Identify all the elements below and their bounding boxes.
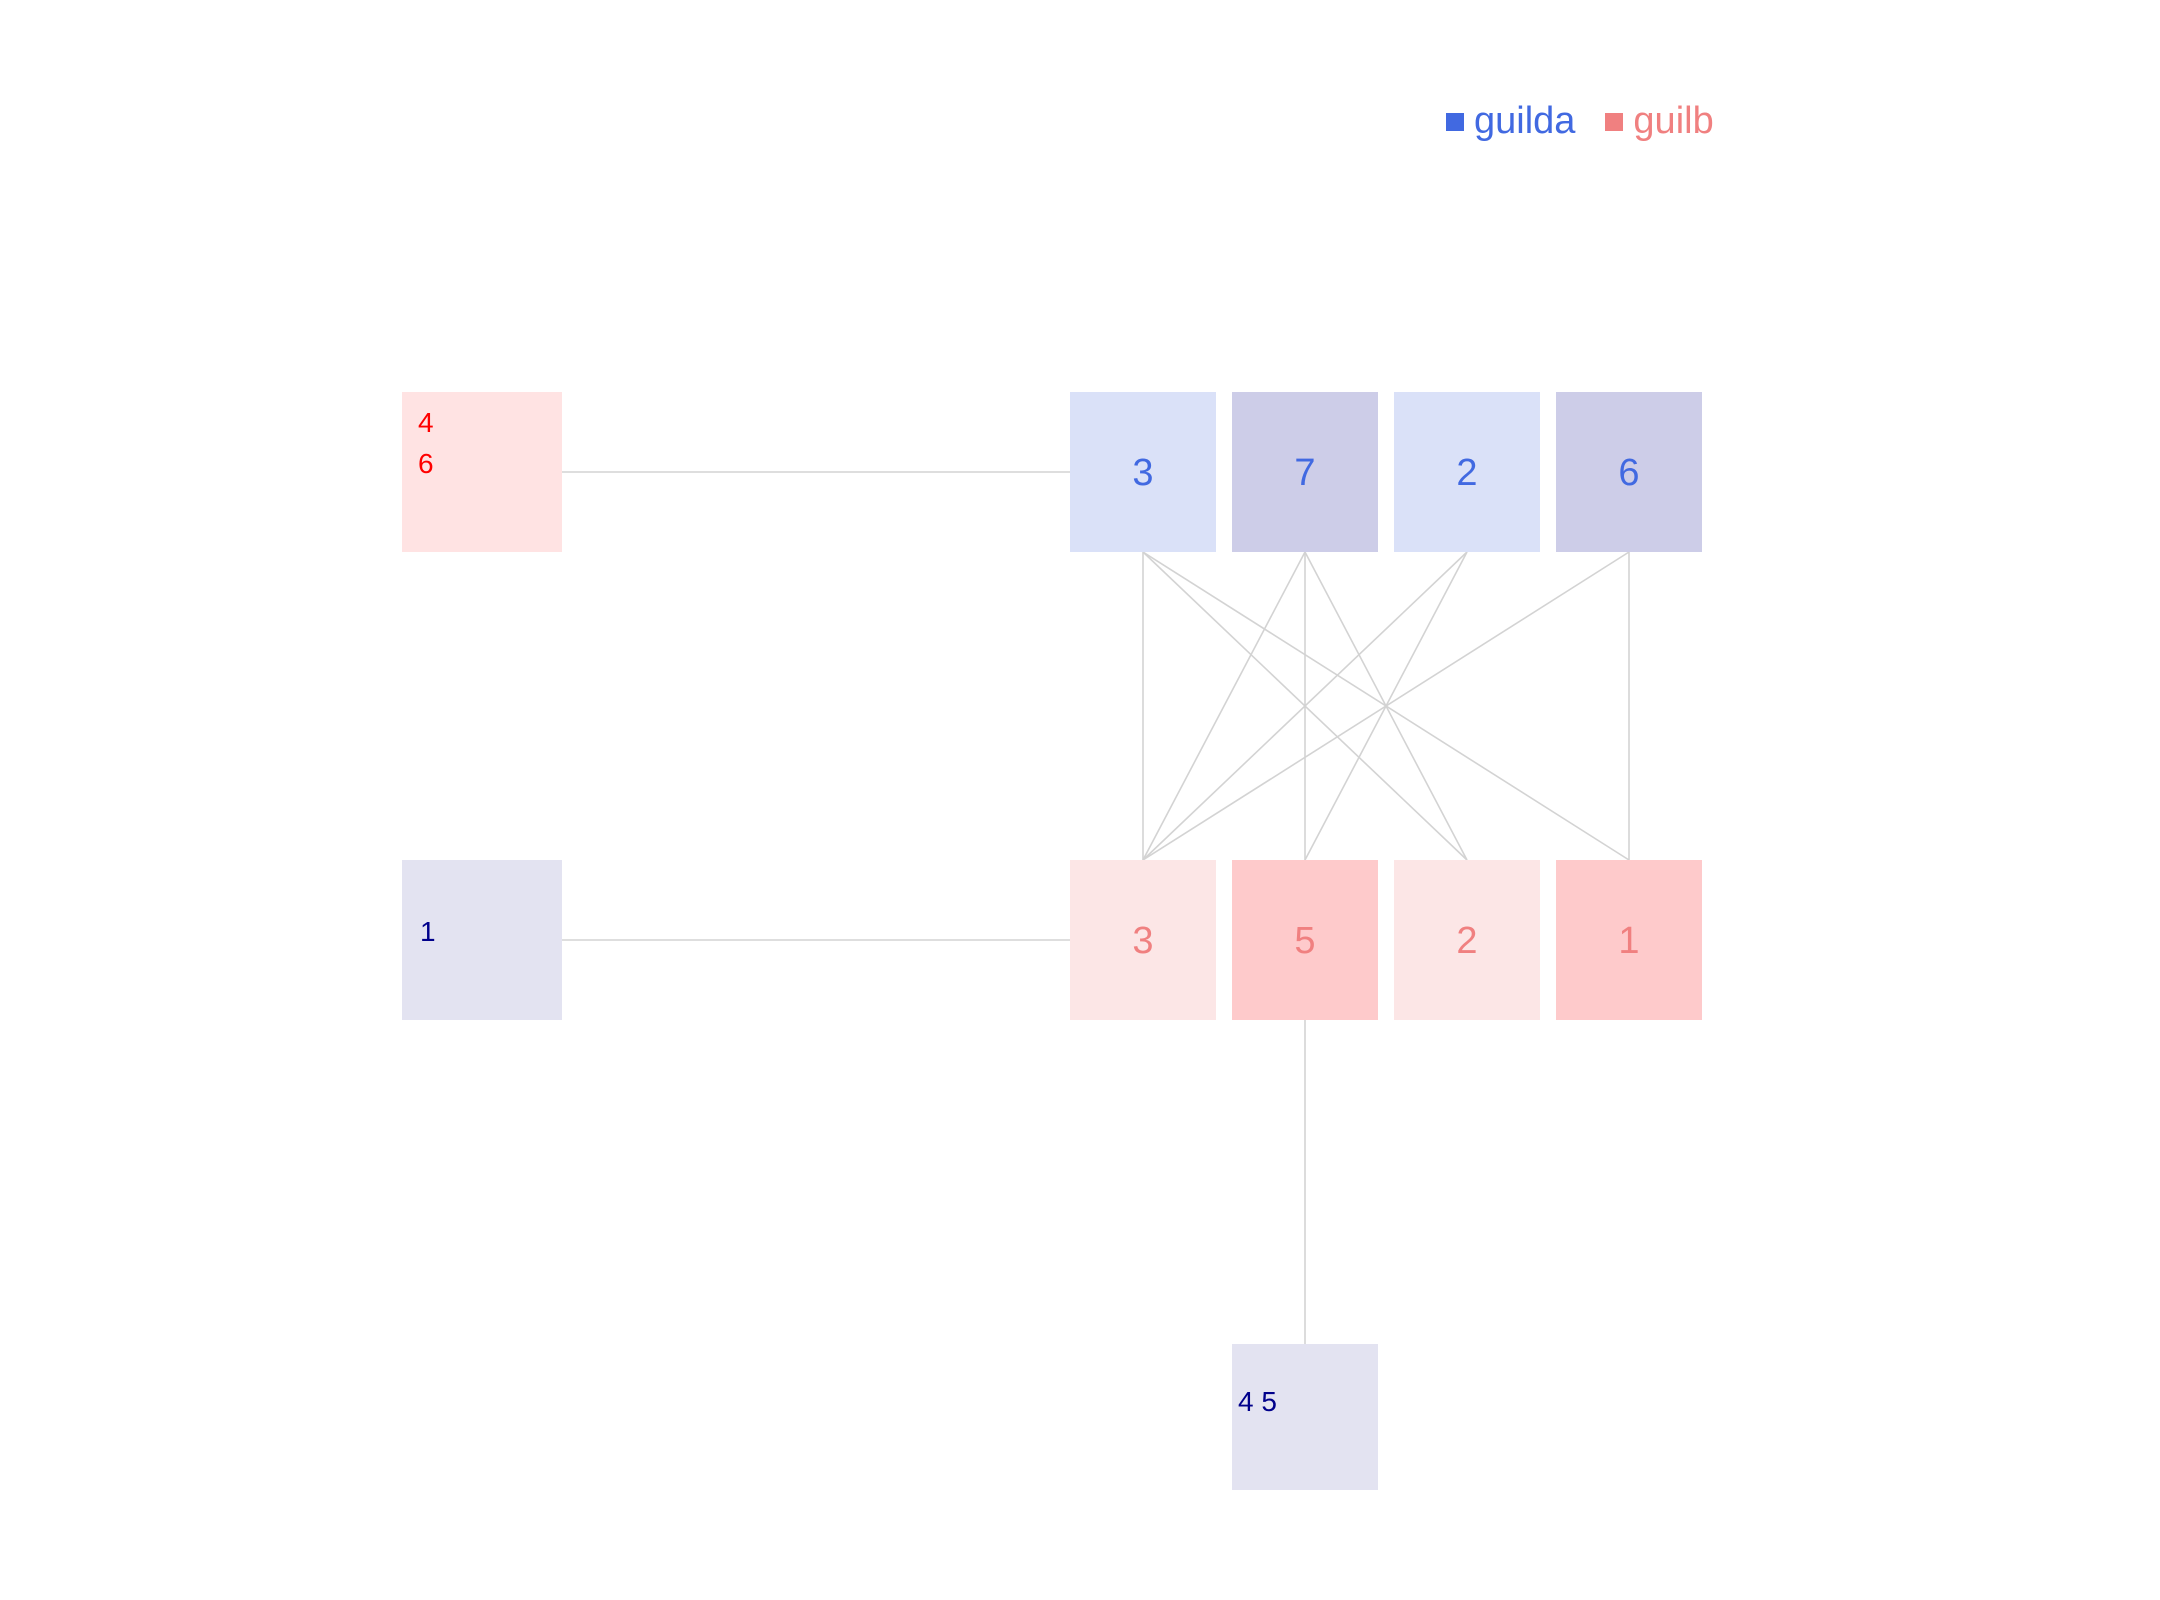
side-node-bottom: 4 5	[1232, 1344, 1378, 1490]
top-row-node-label: 2	[1456, 452, 1477, 494]
bottom-row-node: 5	[1232, 860, 1378, 1020]
top-row-node-label: 6	[1618, 452, 1639, 494]
side-node-mid-left-box	[402, 860, 562, 1020]
top-row-node: 3	[1070, 392, 1216, 552]
side-node-top-left: 46	[402, 392, 562, 552]
bottom-row-node-box	[1070, 860, 1216, 1020]
top-row-node-label: 7	[1294, 452, 1315, 494]
legend-swatch-guilb	[1605, 112, 1624, 131]
legend: guilda guilb	[1446, 100, 1714, 143]
bottom-row-node-box	[1394, 860, 1540, 1020]
top-row-node-box	[1232, 392, 1378, 552]
bottom-row-node-label: 3	[1132, 920, 1153, 962]
legend-label-guilda: guilda	[1474, 100, 1576, 142]
legend-item-guilda: guilda	[1446, 100, 1575, 143]
side-node-mid-left-label: 1	[420, 916, 436, 947]
legend-label-guilb: guilb	[1633, 100, 1714, 142]
top-row-node: 2	[1394, 392, 1540, 552]
top-row-node-box	[1556, 392, 1702, 552]
bottom-row-node-box	[1232, 860, 1378, 1020]
bottom-row-node-box	[1556, 860, 1702, 1020]
side-node-bottom-label: 4 5	[1238, 1386, 1277, 1417]
link-line	[1142, 551, 1306, 861]
side-node-mid-left: 1	[402, 860, 562, 1020]
side-node-top-left-label: 6	[418, 448, 434, 479]
links-layer	[562, 471, 1630, 1344]
bottom-row-node-label: 2	[1456, 920, 1477, 962]
side-node-bottom-box	[1232, 1344, 1378, 1490]
legend-swatch-guilda	[1446, 112, 1464, 131]
link-line	[1142, 551, 1468, 861]
bottom-row-node-label: 1	[1618, 920, 1639, 962]
bottom-row-node: 3	[1070, 860, 1216, 1020]
top-row-node-box	[1070, 392, 1216, 552]
legend-item-guilb: guilb	[1605, 100, 1714, 143]
bottom-row-node-label: 5	[1294, 920, 1315, 962]
bottom-row-node: 2	[1394, 860, 1540, 1020]
bottom-row-node: 1	[1556, 860, 1702, 1020]
top-row-node: 7	[1232, 392, 1378, 552]
side-node-top-left-box	[402, 392, 562, 552]
top-row-node: 6	[1556, 392, 1702, 552]
top-row-node-box	[1394, 392, 1540, 552]
link-line	[1142, 551, 1630, 861]
top-row-node-label: 3	[1132, 452, 1153, 494]
side-node-top-left-label: 4	[418, 407, 434, 438]
